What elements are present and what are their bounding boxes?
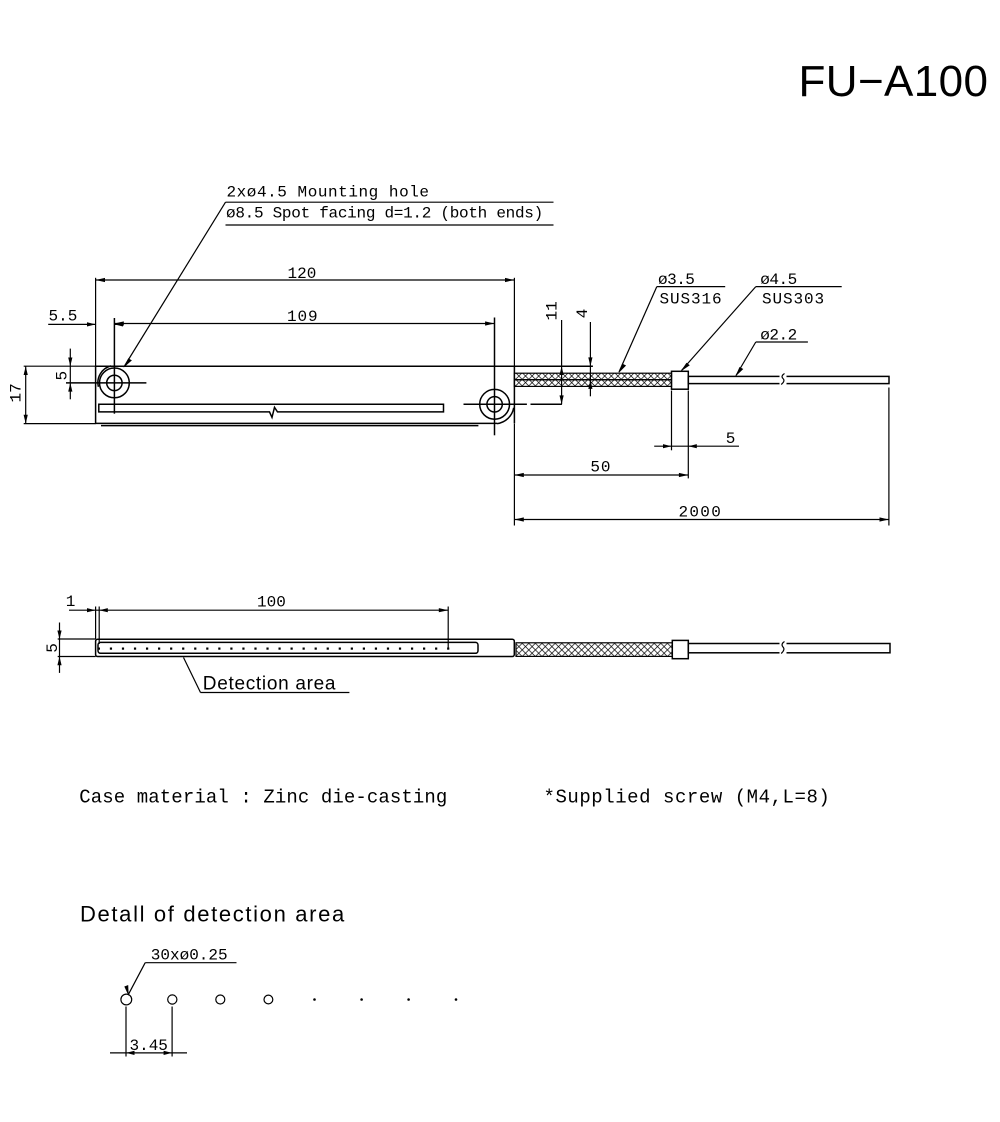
svg-text:FU−A100: FU−A100 [799,57,989,106]
svg-text:5.5: 5.5 [49,308,78,326]
svg-text:1: 1 [66,593,76,611]
svg-text:SUS316: SUS316 [660,291,723,309]
svg-text:50: 50 [590,459,611,477]
svg-text:4: 4 [574,309,592,319]
svg-text:3.45: 3.45 [130,1037,168,1055]
svg-text:ø3.5: ø3.5 [658,271,694,289]
svg-text:Detall of detection area: Detall of detection area [80,902,346,927]
svg-text:17: 17 [8,383,26,402]
svg-text:ø4.5: ø4.5 [760,271,796,289]
svg-text:2000: 2000 [679,504,723,522]
svg-text:ø2.2: ø2.2 [760,327,796,345]
svg-text:SUS303: SUS303 [762,291,825,309]
svg-text:5: 5 [44,643,62,653]
svg-text:11: 11 [544,301,562,320]
svg-text:*Supplied screw (M4,L=8): *Supplied screw (M4,L=8) [544,787,831,809]
svg-text:2xø4.5 Mounting hole: 2xø4.5 Mounting hole [227,184,430,202]
svg-text:100: 100 [257,594,286,612]
svg-text:120: 120 [288,265,317,283]
svg-text:Detection area: Detection area [203,673,336,694]
svg-text:5: 5 [54,371,72,381]
svg-text:ø8.5 Spot facing d=1.2 (both e: ø8.5 Spot facing d=1.2 (both ends) [226,205,543,223]
svg-text:30xø0.25: 30xø0.25 [151,947,228,965]
svg-text:109: 109 [287,308,319,326]
svg-text:5: 5 [726,430,736,448]
svg-text:Case material : Zinc die-casti: Case material : Zinc die-casting [79,787,447,809]
